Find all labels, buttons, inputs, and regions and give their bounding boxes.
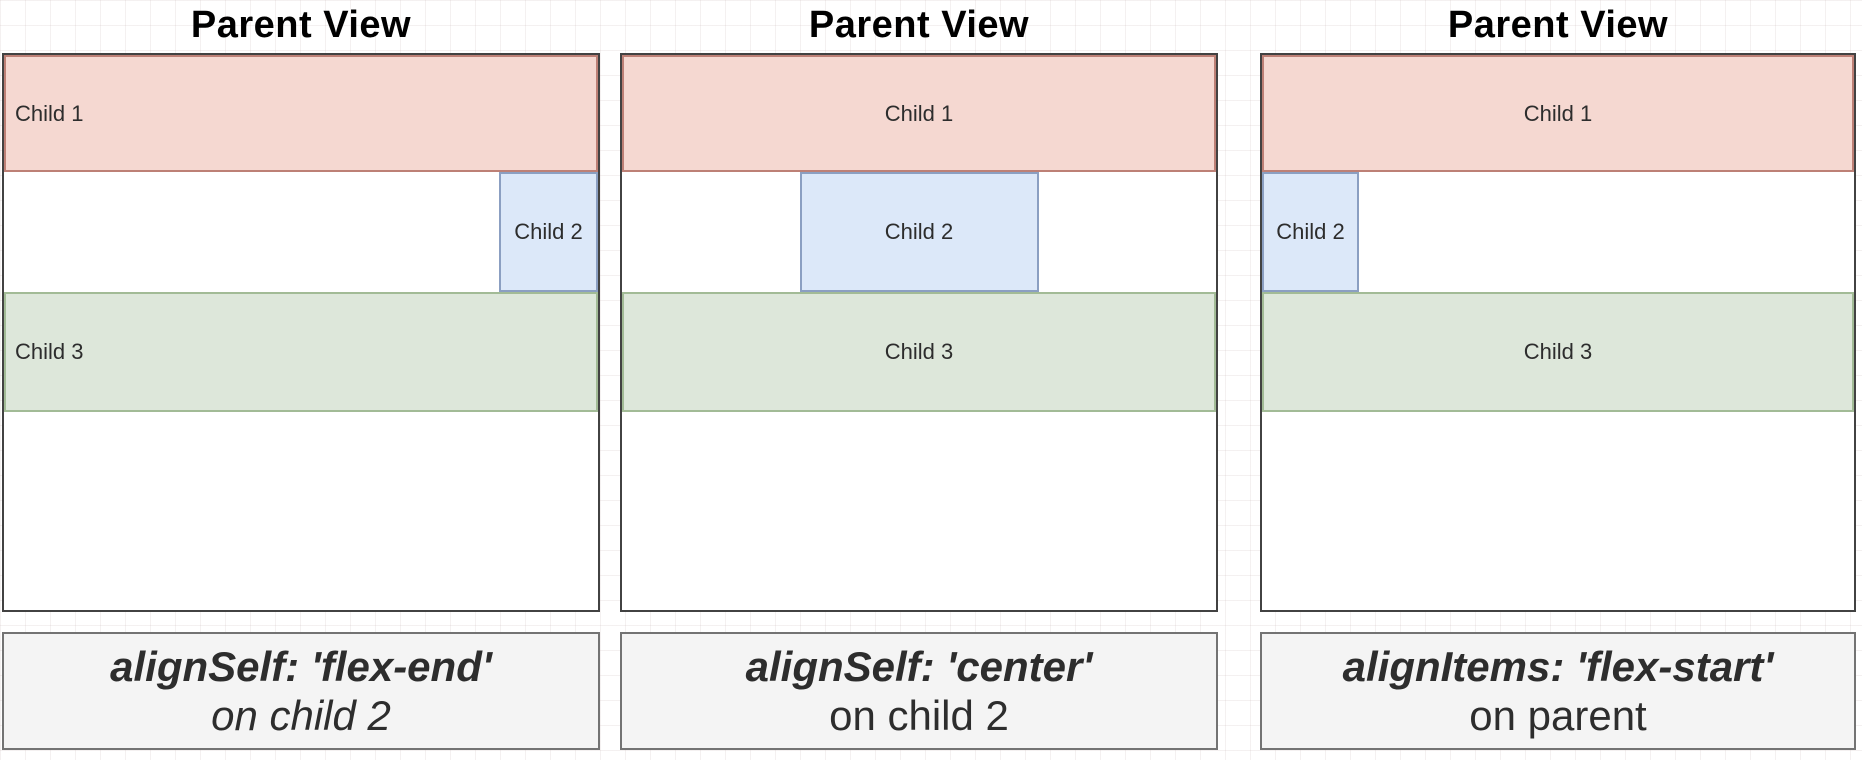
caption-style-property: alignSelf: 'center' xyxy=(745,643,1093,690)
diagram-panel-flex-end: Parent View Child 1 Child 2 Child 3 alig… xyxy=(2,0,600,760)
child3-box: Child 3 xyxy=(1262,292,1854,412)
child1-box: Child 1 xyxy=(622,55,1216,172)
parent-empty-space xyxy=(622,412,1216,610)
parent-view-box: Child 1 Child 2 Child 3 xyxy=(620,53,1218,612)
child3-label: Child 3 xyxy=(884,339,954,364)
caption-box: alignSelf: 'center' on child 2 xyxy=(620,632,1218,750)
child1-box: Child 1 xyxy=(1262,55,1854,172)
parent-view-title: Parent View xyxy=(808,4,1030,46)
child3-box: Child 3 xyxy=(622,292,1216,412)
diagram-panel-center: Parent View Child 1 Child 2 Child 3 alig… xyxy=(620,0,1218,760)
child2-box: Child 2 xyxy=(1262,172,1359,292)
child1-box: Child 1 xyxy=(4,55,598,172)
caption-style-property: alignItems: 'flex-start' xyxy=(1342,643,1774,690)
caption-box: alignItems: 'flex-start' on parent xyxy=(1260,632,1856,750)
child1-label: Child 1 xyxy=(1523,100,1593,126)
child1-label: Child 1 xyxy=(15,100,84,126)
child1-label: Child 1 xyxy=(884,100,954,126)
child3-label: Child 3 xyxy=(1523,339,1593,364)
child2-row: Child 2 xyxy=(4,172,598,292)
caption-style-target: on child 2 xyxy=(211,692,391,739)
caption-style-property: alignSelf: 'flex-end' xyxy=(110,643,492,690)
parent-view-box: Child 1 Child 2 Child 3 xyxy=(1260,53,1856,612)
parent-view-box: Child 1 Child 2 Child 3 xyxy=(2,53,600,612)
child2-box: Child 2 xyxy=(799,172,1039,292)
parent-view-title: Parent View xyxy=(1447,4,1669,46)
child2-row: Child 2 xyxy=(622,172,1216,292)
child2-row: Child 2 xyxy=(1262,172,1854,292)
child3-label: Child 3 xyxy=(15,339,84,364)
caption-box: alignSelf: 'flex-end' on child 2 xyxy=(2,632,600,750)
child2-label: Child 2 xyxy=(514,219,583,244)
child3-box: Child 3 xyxy=(4,292,598,412)
child2-label: Child 2 xyxy=(1276,219,1345,244)
parent-view-title: Parent View xyxy=(190,4,412,46)
parent-empty-space xyxy=(4,412,598,610)
child2-box: Child 2 xyxy=(499,172,598,292)
caption-style-target: on parent xyxy=(1469,692,1647,739)
child2-label: Child 2 xyxy=(884,219,954,244)
caption-style-target: on child 2 xyxy=(829,692,1009,739)
parent-empty-space xyxy=(1262,412,1854,610)
diagram-panel-flex-start: Parent View Child 1 Child 2 Child 3 alig… xyxy=(1260,0,1856,760)
